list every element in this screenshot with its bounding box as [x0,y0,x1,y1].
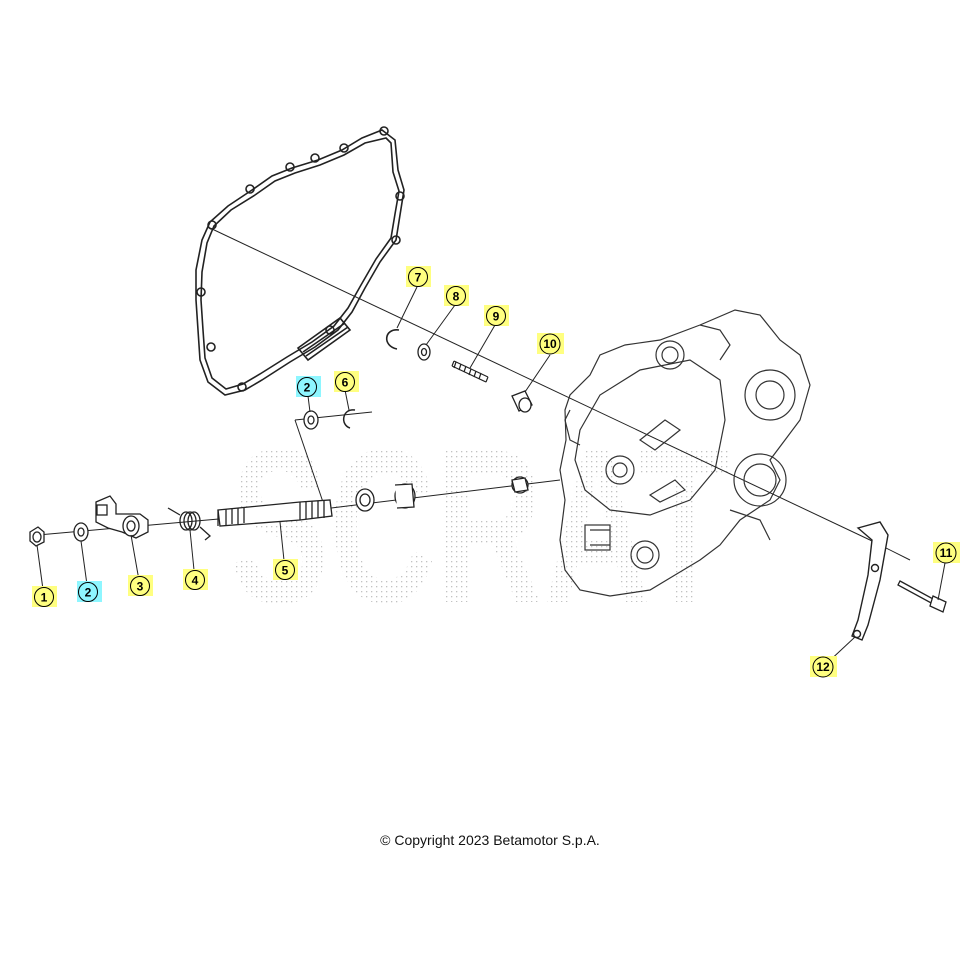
callout-10: 10 [537,333,564,355]
callout-7: 7 [406,266,431,287]
callout-8-label: 8 [453,290,460,304]
callout-4-label: 4 [192,574,199,588]
callout-8: 8 [444,285,469,306]
callout-6-label: 6 [342,376,349,390]
part-4-spring [167,507,212,541]
watermark-text: SCRAT [230,403,730,649]
part-8-washer [417,343,431,361]
part-2-washer-upper [303,410,319,430]
part-12-bracket [851,521,889,641]
callout-12-label: 12 [816,660,830,674]
callout-2-upper-label: 2 [304,381,311,395]
callout-2-upper: 2 [296,376,321,397]
callout-1: 1 [32,586,57,607]
callout-2-lower: 2 [77,581,102,602]
callout-3-label: 3 [137,580,144,594]
copyright-notice: © Copyright 2023 Betamotor S.p.A. [380,832,600,848]
part-11-bolt [897,580,947,613]
callout-9-label: 9 [493,310,500,324]
part-10-bushing [511,390,533,413]
crankcase-cover [559,309,811,597]
part-1-nut [29,526,45,547]
callout-12: 12 [810,656,837,678]
callout-5-label: 5 [282,564,289,578]
watermark: SCRAT [230,403,730,649]
part-3-shift-arm [95,495,149,539]
callout-3: 3 [128,575,153,596]
part-6-circlip [343,409,356,429]
callout-1-label: 1 [41,591,48,605]
callout-2-lower-label: 2 [85,586,92,600]
part-7-circlip [385,329,400,350]
callout-10-label: 10 [543,337,557,351]
callout-11-label: 11 [940,546,953,560]
part-2-washer-lower [73,522,89,542]
callout-6: 6 [334,371,359,392]
callout-9: 9 [484,305,509,326]
callout-4: 4 [183,569,208,590]
part-5-shift-shaft [217,499,333,527]
seal-and-bearing [355,476,529,512]
callout-5: 5 [273,559,298,580]
cover-gasket [195,126,405,396]
callout-7-label: 7 [415,271,422,285]
callout-11: 11 [933,542,960,564]
part-9-spring [451,360,489,383]
